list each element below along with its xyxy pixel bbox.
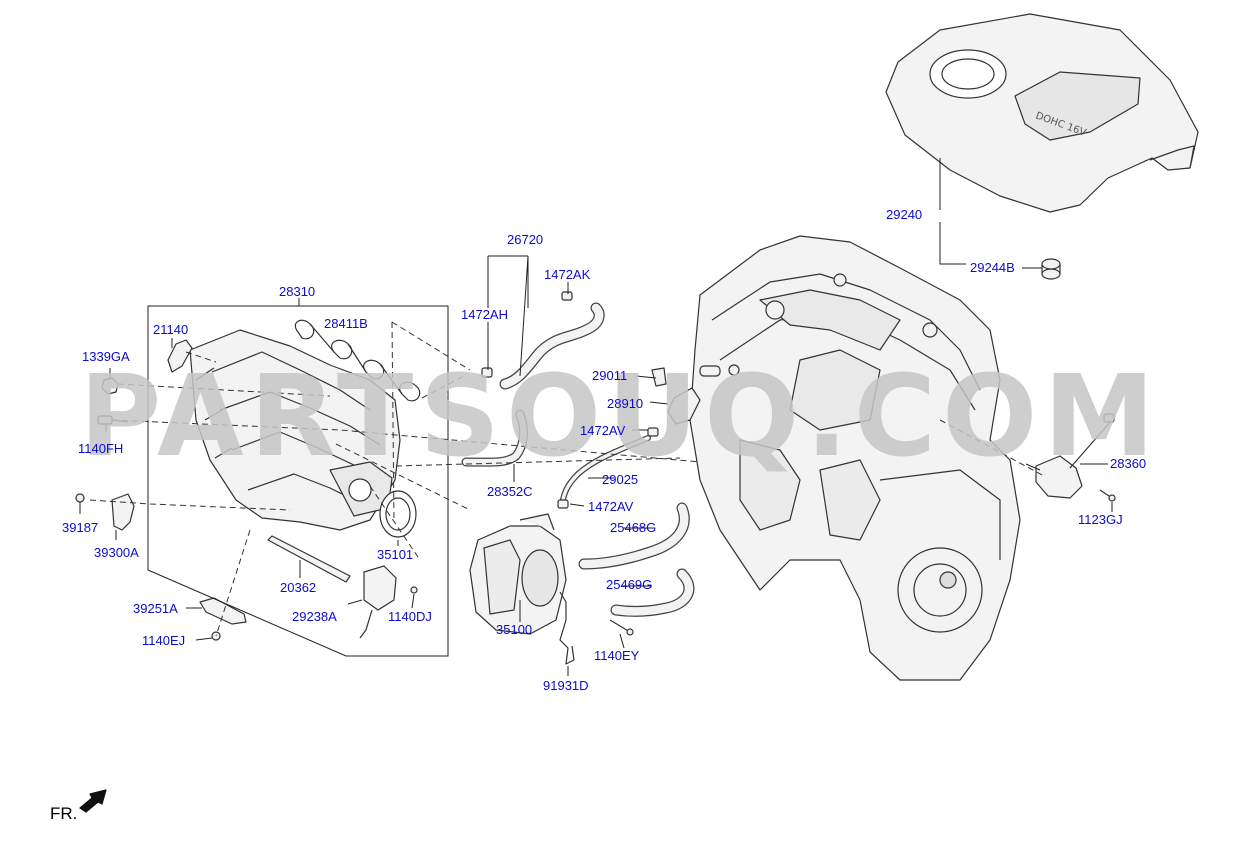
bolt-39187-part (75, 493, 85, 503)
clip-29011-part (651, 367, 667, 387)
clamp-1472ah-part (481, 367, 493, 378)
front-direction-label: FR. (50, 804, 78, 823)
clamp-1472ak-part (561, 291, 573, 301)
nut-1339ga-part (101, 377, 119, 395)
clamp-1472av-part (647, 427, 659, 437)
knock-sensor-part (199, 597, 247, 625)
part-callout-29011[interactable]: 29011 (592, 368, 628, 383)
wiring-bracket-part (559, 591, 575, 665)
hose-21140-part (167, 339, 193, 373)
part-callout-29240[interactable]: 29240 (886, 207, 923, 222)
part-callout-29025[interactable]: 29025 (602, 472, 639, 487)
part-callout-1339ga[interactable]: 1339GA (82, 349, 130, 364)
part-callout-26720[interactable]: 26720 (507, 232, 544, 247)
part-callout-1140ej[interactable]: 1140EJ (142, 633, 186, 648)
part-callout-1140dj[interactable]: 1140DJ (388, 609, 432, 624)
grommet-part (1041, 258, 1061, 280)
engine-cover-part: DOHC 16V (885, 13, 1199, 213)
part-callout-35101[interactable]: 35101 (377, 547, 414, 562)
bolt-1140dj-part (410, 586, 418, 594)
part-callout-28352c[interactable]: 28352C (487, 484, 533, 499)
front-arrow-icon (79, 789, 107, 813)
part-callout-39187[interactable]: 39187 (62, 520, 99, 535)
bolt-1123gj-part (1099, 489, 1116, 502)
pcv-valve-part (667, 364, 740, 425)
part-callout-29244b[interactable]: 29244B (970, 260, 1015, 275)
part-callout-35100[interactable]: 35100 (496, 622, 533, 637)
engine-block-part (689, 235, 1021, 681)
throttle-body-part (469, 513, 567, 635)
part-callout-1472av[interactable]: 1472AV (588, 499, 634, 514)
support-rod-part (267, 535, 351, 583)
part-callout-1140fh[interactable]: 1140FH (78, 441, 124, 456)
part-callout-1123gj[interactable]: 1123GJ (1078, 512, 1123, 527)
part-callout-28910[interactable]: 28910 (607, 396, 644, 411)
throttle-gasket-part (379, 490, 417, 538)
part-callout-25468g[interactable]: 25468G (610, 520, 657, 535)
part-callout-39251a[interactable]: 39251A (133, 601, 178, 616)
part-callout-28360[interactable]: 28360 (1110, 456, 1147, 471)
oil-level-gauge-part (1035, 413, 1115, 499)
intake-manifold-part (189, 329, 401, 531)
part-callout-28310[interactable]: 28310 (279, 284, 316, 299)
part-callout-1140ey[interactable]: 1140EY (594, 648, 640, 663)
part-callout-20362[interactable]: 20362 (280, 580, 317, 595)
part-callout-91931d[interactable]: 91931D (543, 678, 589, 693)
part-callout-1472av[interactable]: 1472AV (580, 423, 626, 438)
clamp-1472av-2-part (557, 499, 569, 509)
hose-29025-part (559, 435, 651, 507)
part-callout-25469g[interactable]: 25469G (606, 577, 653, 592)
part-callout-1472ah[interactable]: 1472AH (461, 307, 508, 322)
part-callout-29238a[interactable]: 29238A (292, 609, 337, 624)
vacuum-actuator-part (359, 565, 397, 639)
part-callout-39300a[interactable]: 39300A (94, 545, 139, 560)
part-callout-1472ak[interactable]: 1472AK (544, 267, 591, 282)
bolt-1140ey-part (609, 619, 634, 636)
map-sensor-part (111, 493, 135, 531)
part-callout-21140[interactable]: 21140 (153, 322, 189, 337)
manifold-gasket-part (294, 319, 421, 402)
part-callout-28411b[interactable]: 28411B (324, 316, 368, 331)
